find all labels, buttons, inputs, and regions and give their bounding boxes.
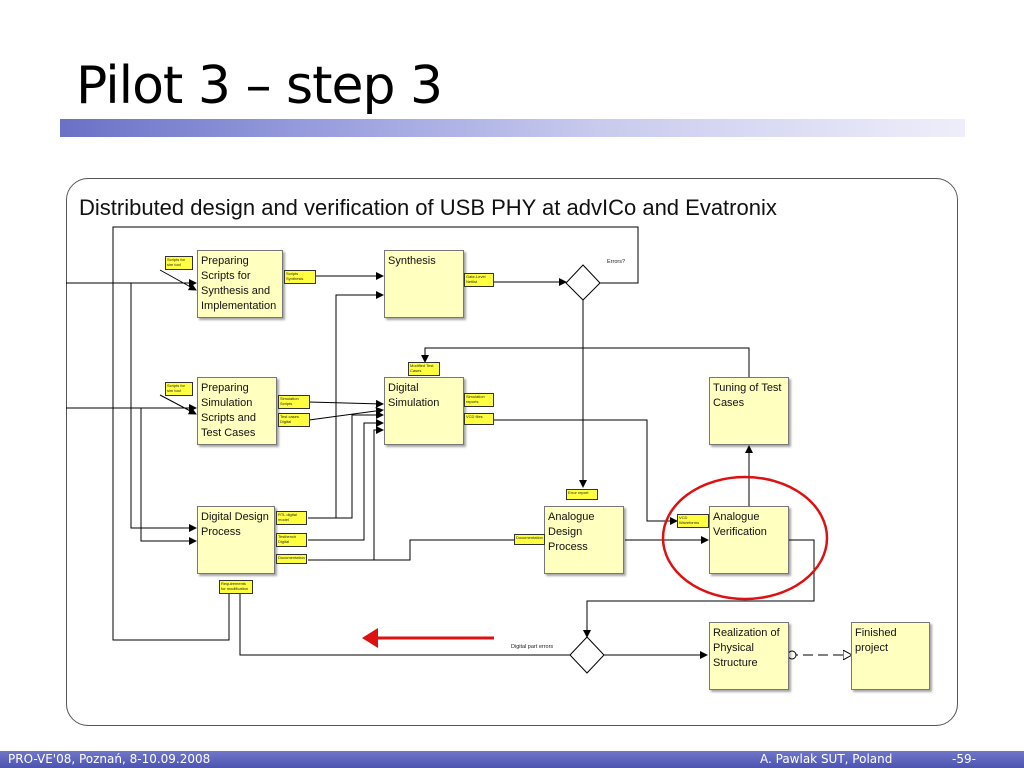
slide-title: Pilot 3 – step 3	[76, 56, 443, 116]
digital-design-box: Digital Design Process	[197, 506, 275, 574]
chip-error-report: Error report	[566, 489, 598, 500]
chip-test-cases-digital: Test cases Digital	[278, 413, 310, 427]
chip-scripts-tool-2: Scripts for sim tool	[165, 382, 193, 396]
analogue-verification-box: Analogue Verification	[709, 506, 789, 574]
chip-simulation-scripts: Simulation Scripts	[278, 395, 310, 409]
chip-gate-level-netlist: Gate-Level Netlist	[464, 273, 494, 287]
chip-documentation-2: Documentation	[514, 534, 545, 545]
chip-vcd-waveforms: VCD Waveforms	[677, 514, 709, 528]
chip-scripts-synthesis: Scripts Synthesis	[284, 270, 316, 284]
finished-project-box: Finished project	[851, 622, 930, 690]
chip-scripts-tool-1: Scripts for sim tool	[165, 256, 193, 270]
chip-requirements: Requirements for modification	[219, 580, 253, 594]
synthesis-box: Synthesis	[384, 250, 464, 318]
realization-box: Realization of Physical Structure	[709, 622, 789, 690]
tuning-test-cases-box: Tuning of Test Cases	[709, 377, 789, 445]
chip-testbench-digital: Testbench Digital	[276, 533, 307, 547]
chip-modified-test-cases: Modified Test Cases	[408, 362, 440, 376]
analogue-design-box: Analogue Design Process	[544, 506, 624, 574]
diagram-title: Distributed design and verification of U…	[79, 195, 777, 220]
chip-vcd-files: VCD files	[464, 413, 494, 425]
errors-label: Errors?	[607, 259, 626, 265]
digital-simulation-box: Digital Simulation	[384, 377, 464, 445]
footer-page-number: -59-	[952, 752, 976, 766]
footer-center: A. Pawlak SUT, Poland	[760, 752, 893, 766]
chip-documentation-1: Documentation	[276, 554, 307, 564]
footer-bar: PRO-VE'08, Poznań, 8-10.09.2008 A. Pawla…	[0, 751, 1024, 768]
footer-left: PRO-VE'08, Poznań, 8-10.09.2008	[8, 752, 211, 766]
prep-synthesis-box: Preparing Scripts for Synthesis and Impl…	[197, 250, 283, 318]
chip-rtl-model: RTL digital model	[276, 511, 307, 525]
title-underline-bar	[60, 119, 965, 137]
chip-simulation-reports: Simulation reports	[464, 393, 494, 407]
prep-simulation-box: Preparing Simulation Scripts and Test Ca…	[197, 377, 277, 445]
digital-errors-label: Digital part errors	[511, 644, 554, 650]
